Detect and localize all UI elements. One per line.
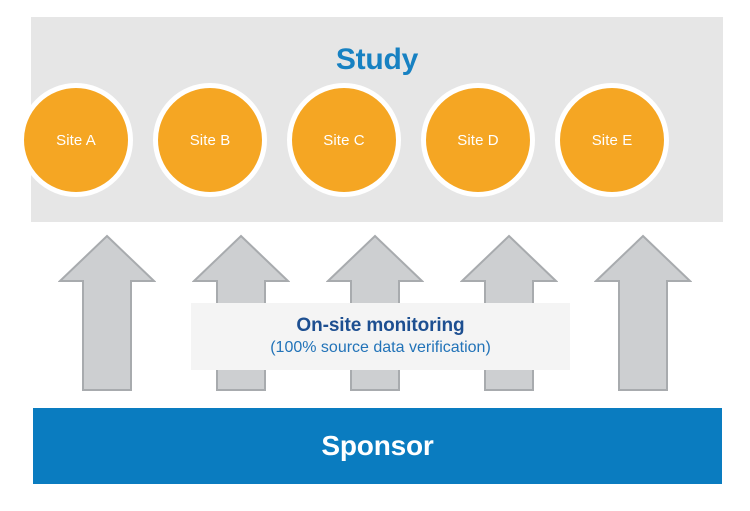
site-label-e: Site E	[591, 131, 633, 149]
site-node-e: Site E	[555, 83, 669, 197]
monitoring-caption-subtitle: (100% source data verification)	[270, 338, 491, 356]
site-node-b: Site B	[153, 83, 267, 197]
site-label-d: Site D	[457, 131, 499, 149]
sponsor-label: Sponsor	[321, 430, 434, 461]
up-arrow-icon-site-e	[594, 234, 692, 392]
monitoring-caption-box: On-site monitoring (100% source data ver…	[191, 303, 570, 370]
site-label-a: Site A	[56, 131, 96, 149]
monitoring-caption-title: On-site monitoring	[296, 315, 465, 337]
study-title: Study	[335, 43, 419, 76]
site-label-c: Site C	[323, 131, 365, 149]
site-node-a: Site A	[19, 83, 133, 197]
sponsor-bar: Sponsor	[33, 408, 722, 484]
up-arrow-icon-site-a	[58, 234, 156, 392]
site-node-c: Site C	[287, 83, 401, 197]
site-node-d: Site D	[421, 83, 535, 197]
site-label-b: Site B	[189, 131, 231, 149]
